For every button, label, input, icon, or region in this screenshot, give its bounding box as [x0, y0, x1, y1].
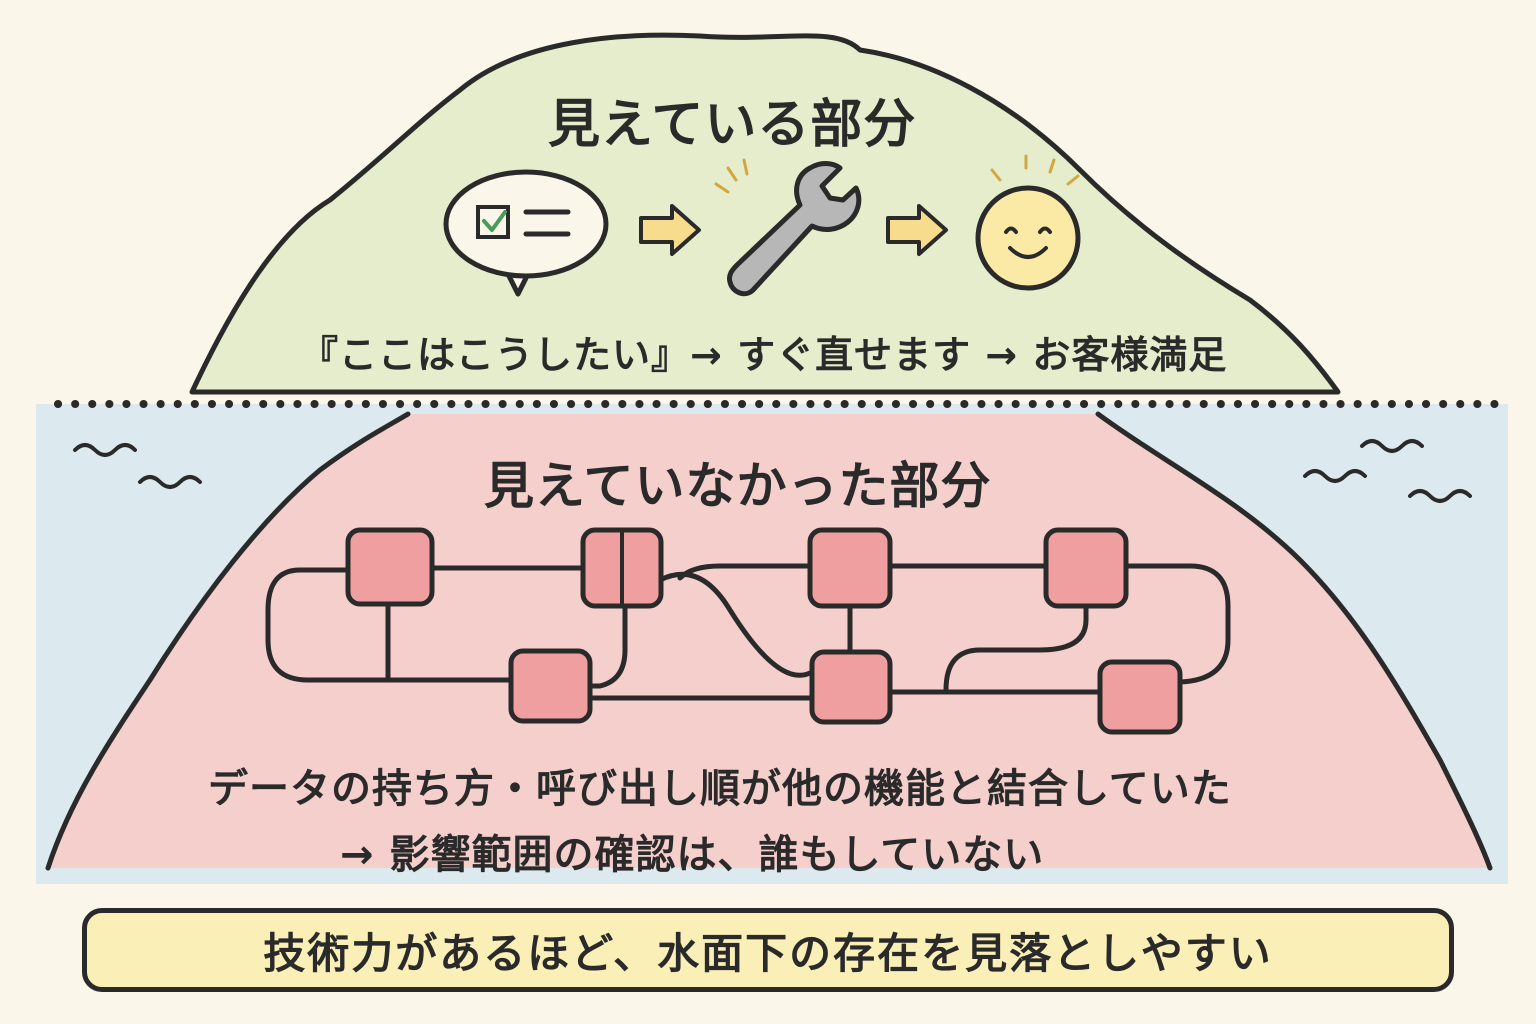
wrench-icon	[714, 158, 862, 297]
visible-part-flow-text: 『ここはこうしたい』→ すぐ直せます → お客様満足	[300, 333, 1228, 377]
node-6	[809, 649, 893, 725]
node-5	[508, 648, 593, 724]
hidden-mountain-right-edge	[1095, 411, 1493, 871]
hidden-mountain-left-edge	[45, 411, 411, 871]
node-3	[807, 527, 893, 609]
hidden-part-description-line-1: データの持ち方・呼び出し順が他の機能と結合していた	[208, 766, 1232, 812]
wave-marks	[73, 439, 1472, 503]
conclusion-banner: 技術力があるほど、水面下の存在を見落としやすい	[82, 908, 1454, 992]
hidden-part-description-line-2: → 影響範囲の確認は、誰もしていない	[340, 832, 1045, 878]
node-1	[345, 527, 435, 607]
node-connections	[265, 537, 1231, 701]
checklist-speech-bubble-icon	[443, 169, 609, 297]
arrow-right-icon-1	[639, 204, 701, 256]
dependency-nodes	[345, 527, 1183, 735]
smiley-sun-icon	[975, 154, 1081, 291]
arrow-right-icon-2	[886, 204, 948, 256]
node-4	[1043, 527, 1129, 609]
hidden-part-title: 見えていなかった部分	[484, 457, 992, 515]
node-7	[1097, 659, 1183, 735]
visible-mountain	[189, 32, 1341, 395]
visible-part-title: 見えている部分	[548, 95, 917, 155]
